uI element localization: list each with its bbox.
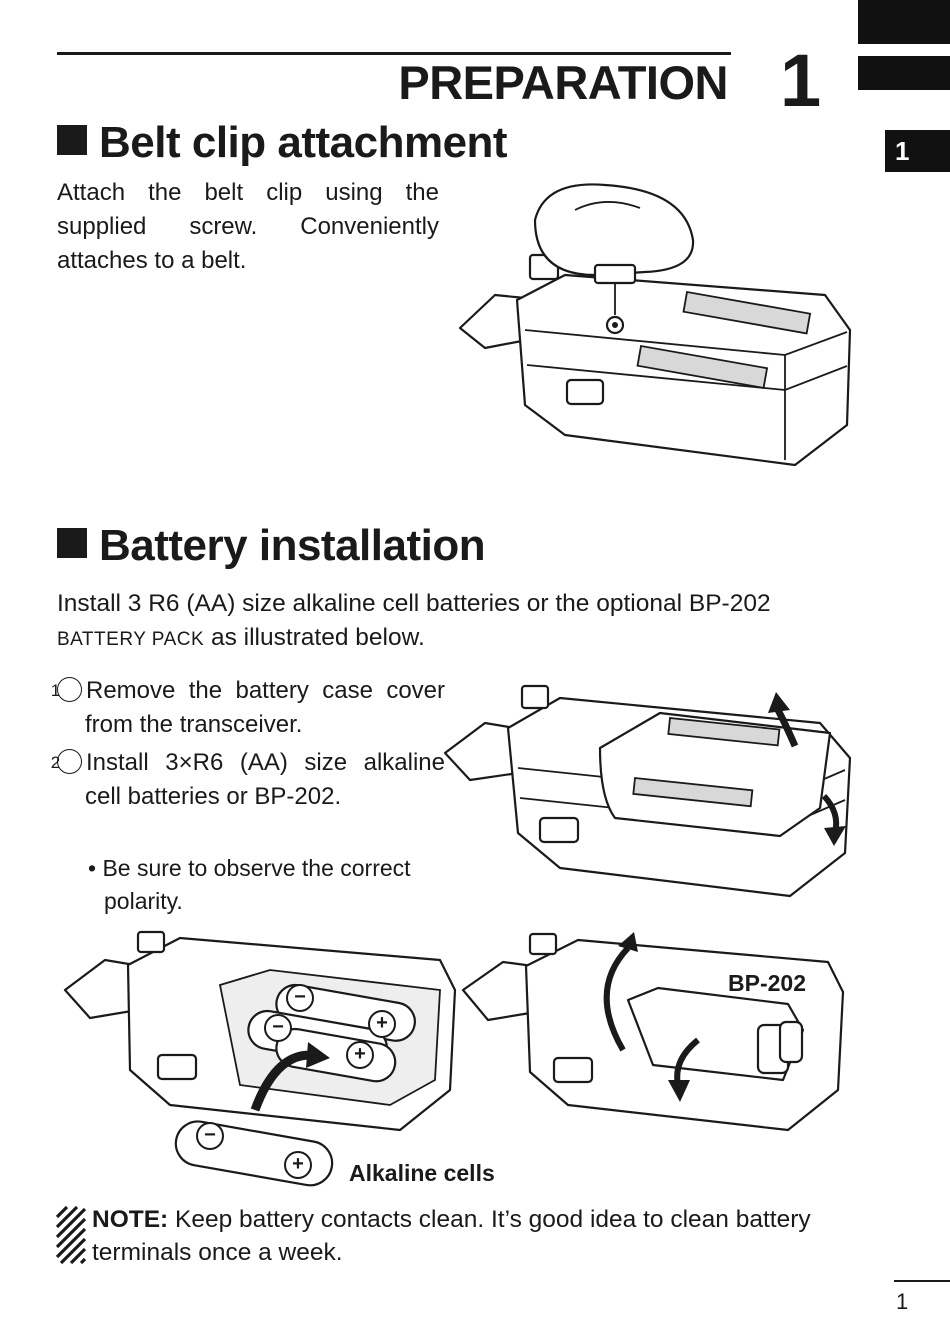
side-tab-bar-top [858,0,950,44]
step-1-number: 1 [51,677,82,702]
plus-mark-1: + [368,1010,396,1038]
belt-clip-heading-text: Belt clip attachment [99,118,508,167]
plus-mark-3: + [284,1151,312,1179]
polarity-bullet: • Be sure to observe the correct polarit… [88,855,411,914]
minus-mark-2: − [264,1014,292,1042]
belt-clip-text: Attach the belt clip using the supplied … [57,179,439,274]
battery-intro-text-end: as illustrated below. [204,624,425,651]
note-label: NOTE: [92,1206,169,1233]
minus-glyph: − [272,1016,284,1038]
battery-heading-text: Battery installation [99,521,486,570]
plus-glyph: + [354,1043,366,1065]
square-bullet-icon [57,528,87,558]
chapter-number: 1 [780,39,822,122]
step-2-text: Install 3×R6 (AA) size alkaline cell bat… [85,749,445,810]
header-rule [57,52,731,55]
minus-mark-3: − [196,1122,224,1150]
bp202-label: BP-202 [728,970,806,996]
alkaline-cells-label: Alkaline cells [349,1160,495,1186]
minus-glyph: − [294,986,306,1008]
note: NOTE: Keep battery contacts clean. It’s … [92,1203,862,1269]
square-bullet-icon [57,125,87,155]
plus-mark-2: + [346,1041,374,1069]
battery-intro: Install 3 R6 (AA) size alkaline cell bat… [57,587,862,657]
note-hatch-icon [55,1205,87,1265]
plus-glyph: + [292,1153,304,1175]
step-1-text: Remove the battery case cover from the t… [85,677,445,738]
side-tab-bar-middle [858,56,950,90]
battery-heading: Battery installation [57,521,486,571]
remove-cover-illustration [443,684,852,898]
battery-intro-text: Install 3 R6 (AA) size alkaline cell bat… [57,590,771,617]
step-2-number: 2 [51,749,82,774]
battery-pack-smallcaps: BATTERY PACK [57,629,205,650]
side-chapter-tab: 1 [885,130,950,172]
belt-clip-illustration [458,183,852,467]
chapter-title: PREPARATION [398,56,728,109]
page-number: 1 [896,1289,909,1314]
bp202-illustration [461,932,845,1132]
belt-clip-heading: Belt clip attachment [57,118,508,168]
minus-glyph: − [204,1124,216,1146]
footer-rule [894,1280,950,1282]
minus-mark-1: − [286,984,314,1012]
plus-glyph: + [376,1012,388,1034]
note-text: Keep battery contacts clean. It’s good i… [92,1206,811,1266]
alkaline-cells-illustration [63,930,457,1187]
